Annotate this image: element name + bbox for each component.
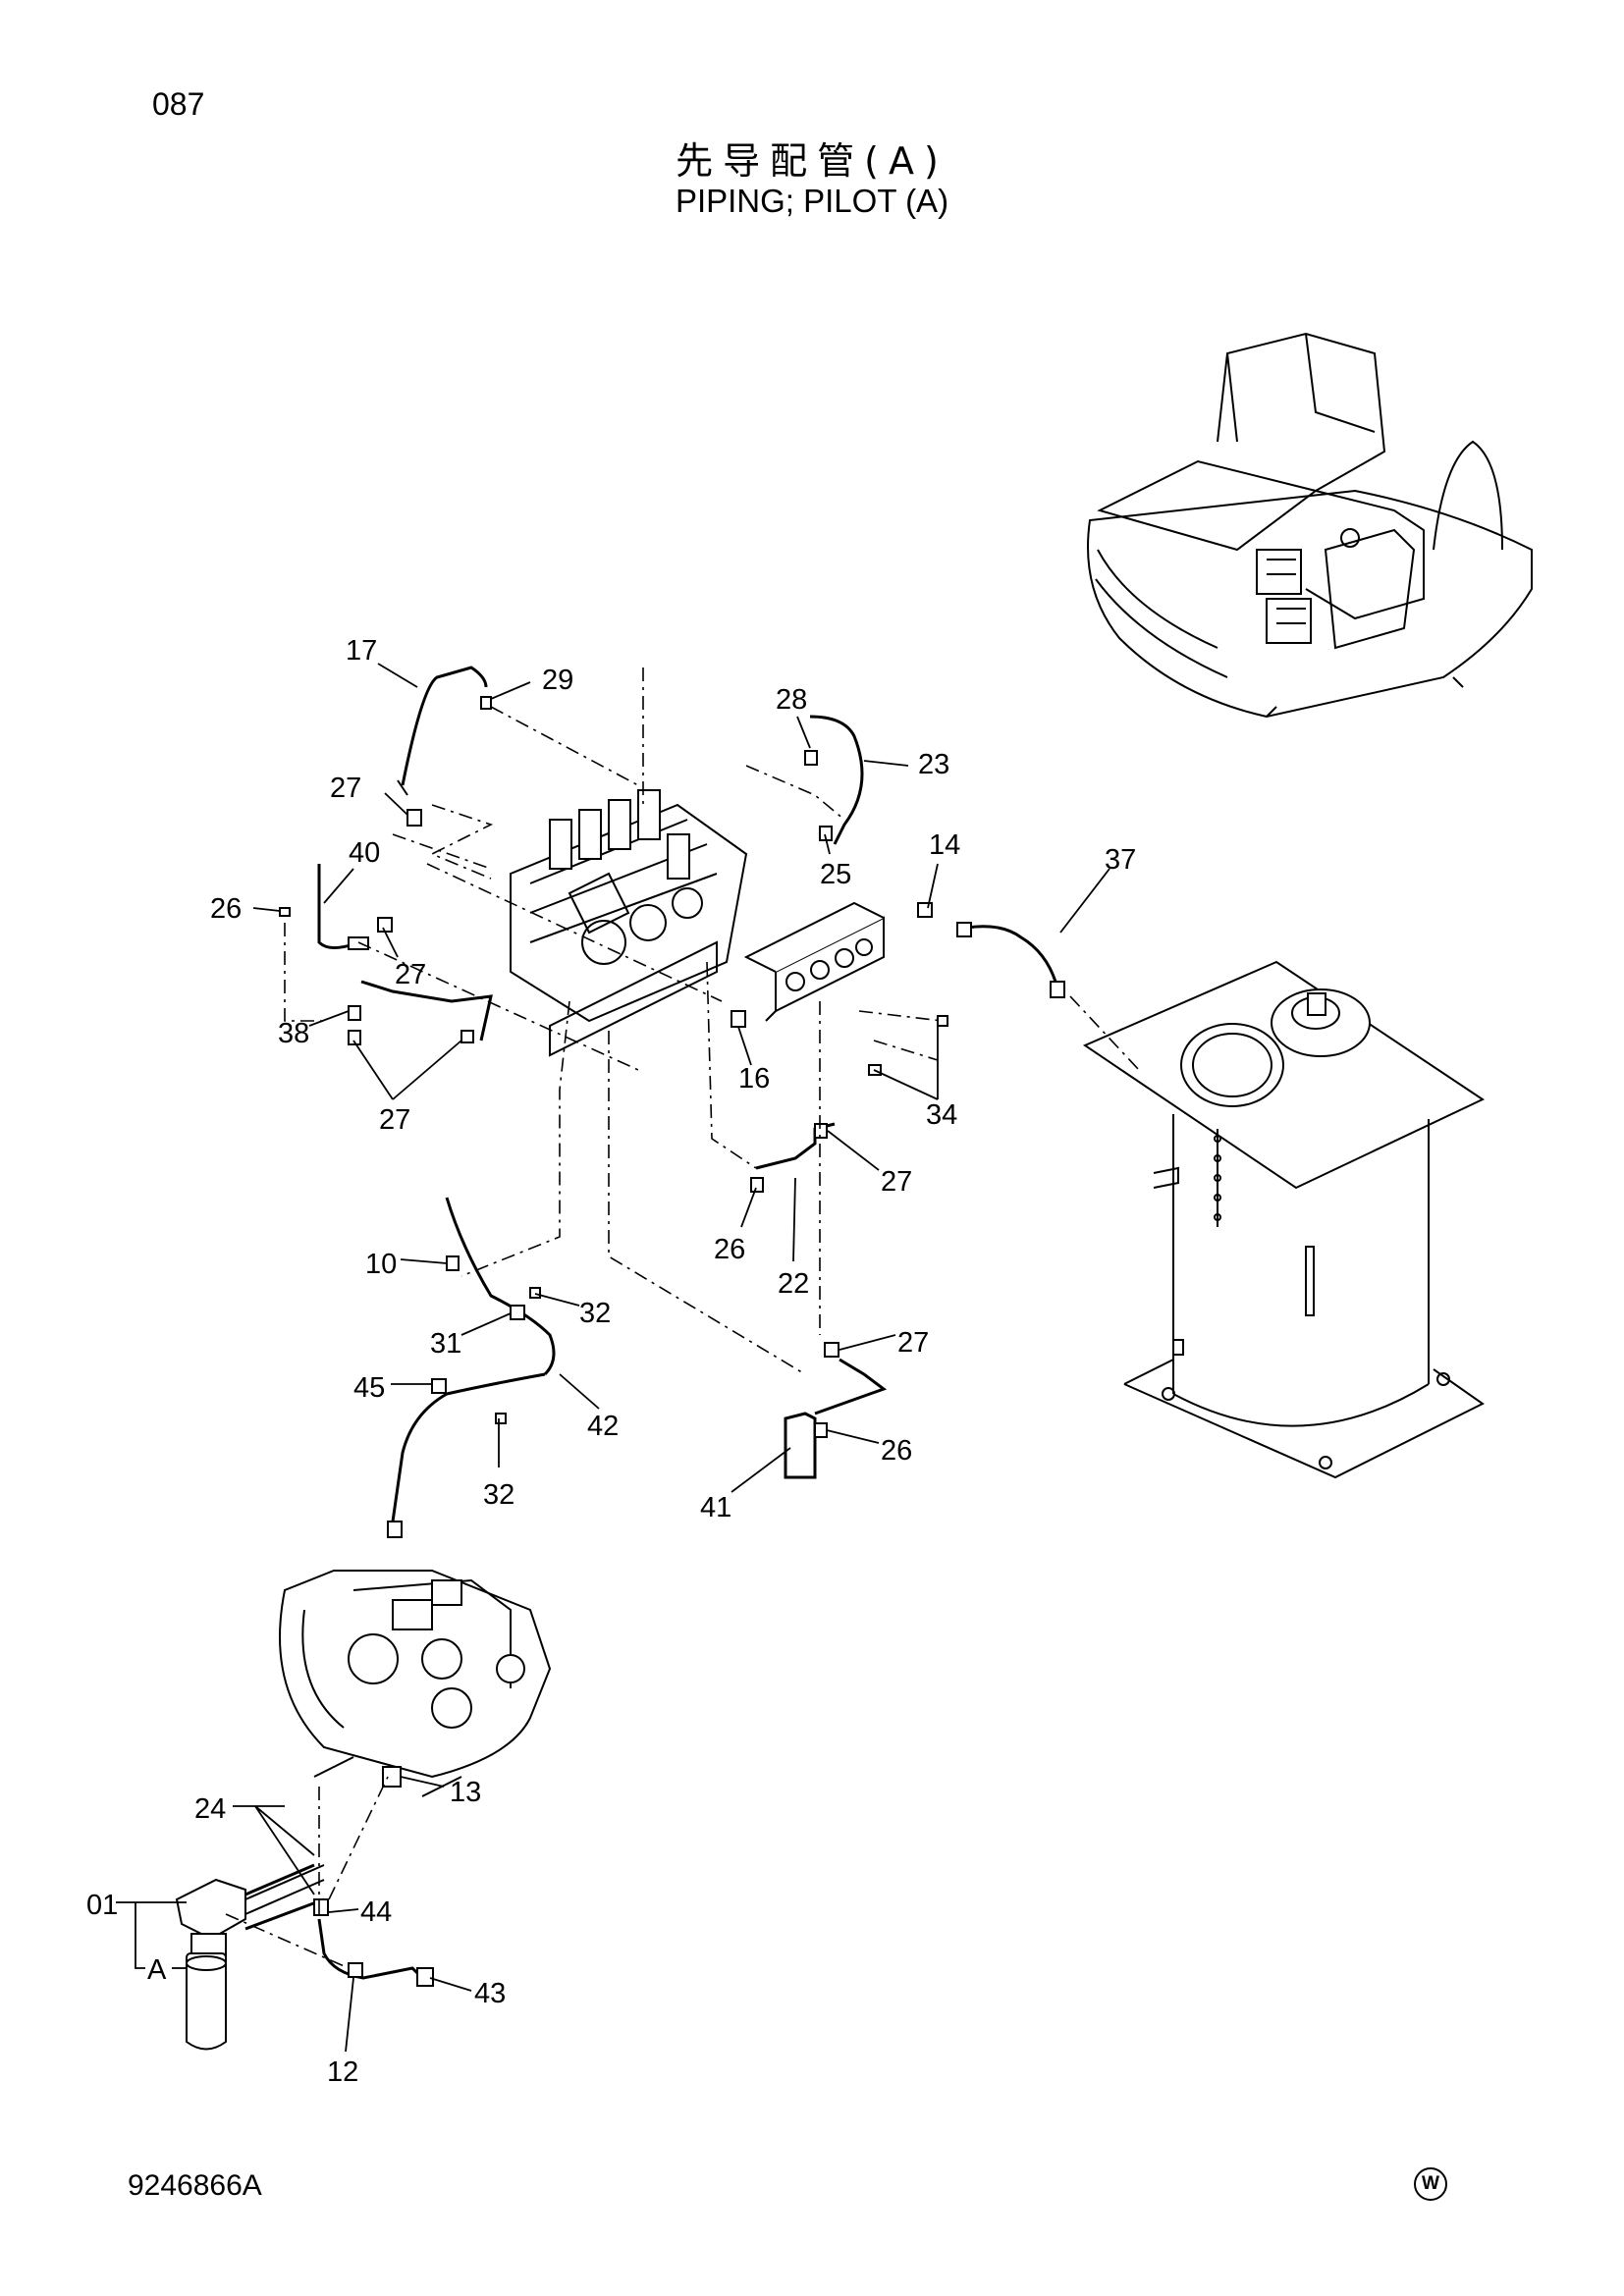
callout-27-c: 27 — [379, 1104, 410, 1136]
callout-22: 22 — [778, 1268, 809, 1300]
callout-17: 17 — [346, 635, 377, 667]
document-code: 9246866A — [128, 2169, 262, 2202]
excavator-overview — [1087, 332, 1533, 719]
hydraulic-tank — [1082, 960, 1486, 1479]
callout-28: 28 — [776, 684, 807, 716]
callout-29: 29 — [542, 665, 573, 696]
callout-41: 41 — [700, 1492, 731, 1523]
callout-34: 34 — [926, 1099, 957, 1131]
callout-13: 13 — [450, 1777, 481, 1808]
callout-01: 01 — [86, 1890, 118, 1921]
callout-23: 23 — [918, 749, 949, 780]
hydraulic-pump — [279, 1570, 552, 1797]
connection-lines — [225, 667, 1140, 1969]
pilot-filter — [175, 1864, 325, 2051]
callout-26-b: 26 — [714, 1234, 745, 1265]
callout-27-a: 27 — [330, 773, 361, 804]
callout-32-a: 32 — [579, 1298, 611, 1329]
callout-16: 16 — [738, 1063, 770, 1095]
title-chinese: 先导配管(A) — [676, 139, 948, 183]
callout-10: 10 — [365, 1249, 397, 1280]
footer-mark: W — [1414, 2167, 1447, 2201]
callout-26-a: 26 — [210, 893, 242, 925]
leader-lines — [116, 663, 1110, 2053]
callout-27-d: 27 — [881, 1166, 912, 1198]
pilot-manifold — [743, 901, 885, 1022]
callout-37: 37 — [1105, 844, 1136, 876]
callout-12: 12 — [327, 2056, 358, 2088]
callout-14: 14 — [929, 829, 960, 861]
callout-40: 40 — [349, 837, 380, 869]
callout-24: 24 — [194, 1793, 226, 1825]
callout-32-b: 32 — [483, 1479, 514, 1511]
callout-25: 25 — [820, 859, 851, 890]
callout-43: 43 — [474, 1978, 506, 2009]
title-english: PIPING; PILOT (A) — [675, 183, 949, 219]
callout-A: A — [147, 1954, 167, 1986]
control-valve — [510, 789, 748, 1057]
callout-45: 45 — [353, 1372, 385, 1404]
callout-27-e: 27 — [897, 1327, 929, 1359]
callout-44: 44 — [360, 1896, 392, 1928]
page-number: 087 — [152, 86, 205, 122]
callout-27-b: 27 — [395, 959, 426, 990]
callout-42: 42 — [587, 1411, 619, 1442]
callout-26-c: 26 — [881, 1435, 912, 1467]
callout-labels: 17 29 28 23 27 40 26 27 25 14 37 38 27 1… — [86, 635, 1136, 2088]
callout-31: 31 — [430, 1328, 461, 1360]
callout-38: 38 — [278, 1018, 309, 1049]
